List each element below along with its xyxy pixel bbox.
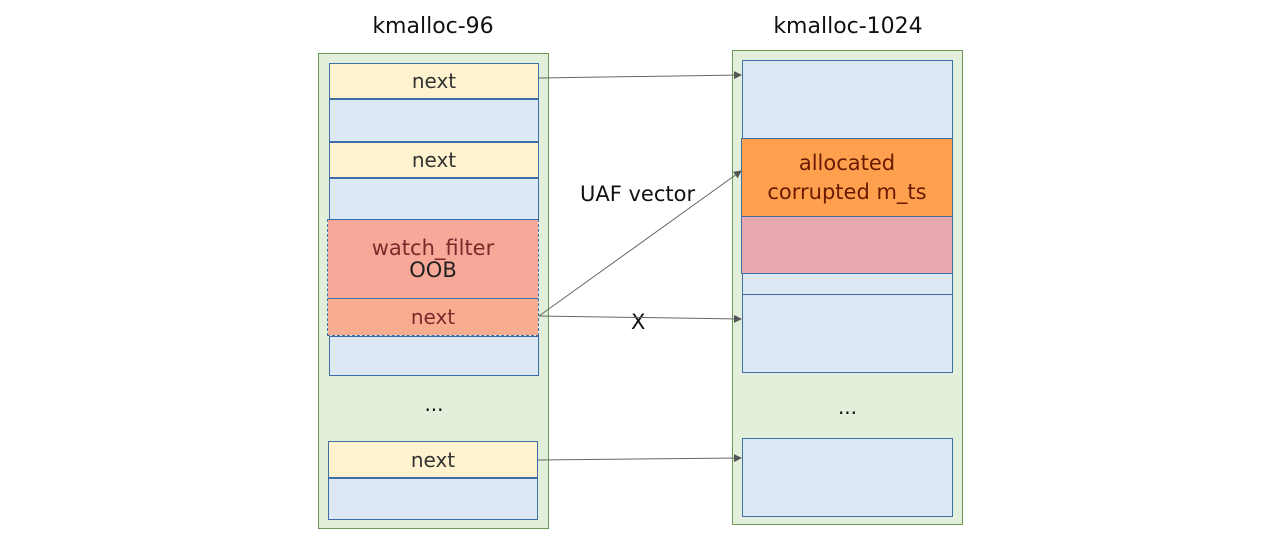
left-slot-3 bbox=[329, 336, 539, 376]
left-slot-last bbox=[328, 478, 538, 520]
x-label: X bbox=[631, 310, 646, 334]
left-next-last: next bbox=[328, 441, 538, 478]
watch-filter-overlay: watch_filter OOB next bbox=[327, 219, 539, 336]
watch-filter-label: watch_filter bbox=[371, 236, 495, 260]
left-slot-2 bbox=[329, 178, 539, 220]
arrow-x bbox=[538, 314, 742, 323]
arrow-next-last bbox=[537, 454, 742, 463]
right-cache-title: kmalloc-1024 bbox=[773, 14, 923, 39]
corrupted-region bbox=[741, 216, 953, 274]
arrow-next-1 bbox=[538, 71, 742, 80]
left-next-1: next bbox=[329, 63, 539, 99]
allocated-label: allocated bbox=[798, 150, 896, 175]
uaf-vector-label: UAF vector bbox=[580, 182, 696, 206]
overlay-next: next bbox=[328, 298, 538, 335]
left-cache-title: kmalloc-96 bbox=[372, 14, 494, 39]
right-slot-3 bbox=[742, 294, 953, 373]
left-next-2: next bbox=[329, 142, 539, 178]
corrupted-mts-label: corrupted m_ts bbox=[767, 179, 927, 204]
arrow-uaf-vector bbox=[538, 170, 742, 317]
left-ellipsis: ... bbox=[424, 392, 444, 416]
right-ellipsis: ... bbox=[837, 395, 858, 419]
watch-filter-block: watch_filter OOB bbox=[328, 220, 538, 298]
left-slot-1 bbox=[329, 99, 539, 142]
right-slot-1 bbox=[742, 60, 953, 139]
allocated-block: allocated corrupted m_ts bbox=[741, 138, 953, 217]
right-slot-last bbox=[742, 438, 953, 517]
oob-label: OOB bbox=[409, 258, 457, 282]
